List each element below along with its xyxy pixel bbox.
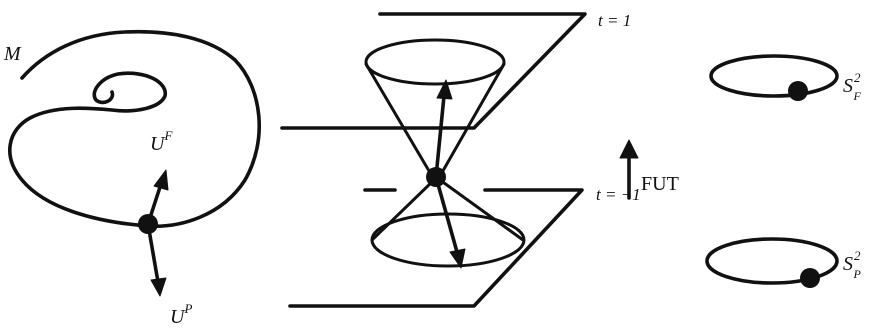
- upper-slice-label: t = 1: [598, 11, 631, 30]
- upper-slice-plane: [282, 14, 585, 128]
- past-sphere-point: [800, 268, 820, 288]
- future-cone-rim: [366, 40, 504, 84]
- time-arrow-arrowhead: [620, 140, 638, 158]
- past-vector-label-sup: P: [183, 301, 192, 316]
- middle-panel: FUT t = 1 t = −1: [282, 11, 679, 306]
- manifold-curve: [10, 32, 259, 227]
- past-sphere-label-base: S: [843, 253, 853, 275]
- future-sphere-ellipse: [711, 56, 837, 96]
- manifold-label: M: [3, 43, 22, 65]
- time-arrow-label: FUT: [641, 173, 679, 195]
- lower-slice-label: t = −1: [596, 185, 641, 204]
- past-vector-shaft: [148, 224, 158, 282]
- future-sphere-label-base: S: [843, 75, 853, 97]
- past-sphere-label-sup: 2: [854, 248, 861, 263]
- event-future-vector-shaft: [436, 96, 444, 177]
- future-sphere-point: [788, 81, 808, 101]
- past-vector-label: UP: [170, 301, 192, 328]
- future-sphere-label-sup: 2: [854, 70, 861, 85]
- future-vector-arrowhead: [154, 170, 168, 190]
- lower-slice-plane: [290, 190, 582, 306]
- future-vector-label: UF: [150, 128, 173, 155]
- future-sphere-label-sub: F: [853, 89, 862, 103]
- past-sphere-label-sub: P: [853, 267, 862, 281]
- left-panel: M UF UP: [3, 32, 259, 328]
- past-vector-arrowhead: [151, 278, 166, 296]
- future-vector-label-sup: F: [163, 128, 173, 143]
